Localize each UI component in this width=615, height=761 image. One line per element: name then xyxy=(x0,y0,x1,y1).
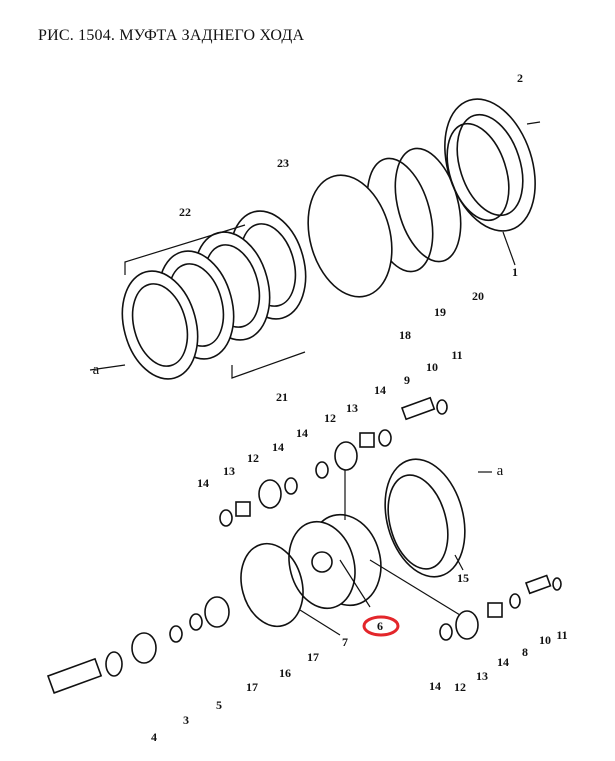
figure-title: РИС. 1504. МУФТА ЗАДНЕГО ХОДА xyxy=(38,27,305,44)
callout-14: 14 xyxy=(296,426,308,440)
callout-8: 8 xyxy=(522,645,528,659)
callout-15: 15 xyxy=(457,571,469,585)
callout-11-lower: 11 xyxy=(556,628,567,642)
callout-12: 12 xyxy=(454,680,466,694)
callout-7: 7 xyxy=(342,635,348,649)
callout-22: 22 xyxy=(179,205,191,219)
callout-6: 6 xyxy=(377,619,383,633)
callout-17: 17 xyxy=(307,650,319,664)
callout-16: 16 xyxy=(279,666,291,680)
part-small-parts xyxy=(46,396,562,694)
callout-11-upper: 11 xyxy=(451,348,462,362)
callout-13: 13 xyxy=(476,669,488,683)
callout-2: 2 xyxy=(517,71,523,85)
highlight-circle xyxy=(362,615,400,637)
callout-13: 13 xyxy=(346,401,358,415)
callout-10-upper: 10 xyxy=(426,360,438,374)
callout-12: 12 xyxy=(247,451,259,465)
part-ring-7 xyxy=(240,542,304,628)
callout-14: 14 xyxy=(272,440,284,454)
part-plate-18 xyxy=(307,174,393,298)
callout-13: 13 xyxy=(223,464,235,478)
part-carrier-6 xyxy=(288,513,382,610)
callout-23: 23 xyxy=(277,156,289,170)
callout-12: 12 xyxy=(324,411,336,425)
callout-14: 14 xyxy=(374,383,386,397)
callout-4: 4 xyxy=(151,730,157,744)
leader-lines xyxy=(89,231,516,636)
callout-3: 3 xyxy=(183,713,189,727)
callout-a-right: a xyxy=(497,463,504,479)
callout-1: 1 xyxy=(512,265,518,279)
callout-a-left: a xyxy=(93,362,100,378)
callout-20: 20 xyxy=(472,289,484,303)
callout-18: 18 xyxy=(399,328,411,342)
part-discs xyxy=(121,210,307,380)
callout-14: 14 xyxy=(197,476,209,490)
callout-19: 19 xyxy=(434,305,446,319)
part-ring-20 xyxy=(394,147,462,263)
callout-9: 9 xyxy=(404,373,410,387)
callout-5: 5 xyxy=(216,698,222,712)
callout-17: 17 xyxy=(246,680,258,694)
callout-14: 14 xyxy=(429,679,441,693)
callout-10-lower: 10 xyxy=(539,633,551,647)
callout-21: 21 xyxy=(276,390,288,404)
callout-14: 14 xyxy=(497,655,509,669)
part-gear-ring-15 xyxy=(384,458,466,578)
part-housing xyxy=(444,98,541,232)
